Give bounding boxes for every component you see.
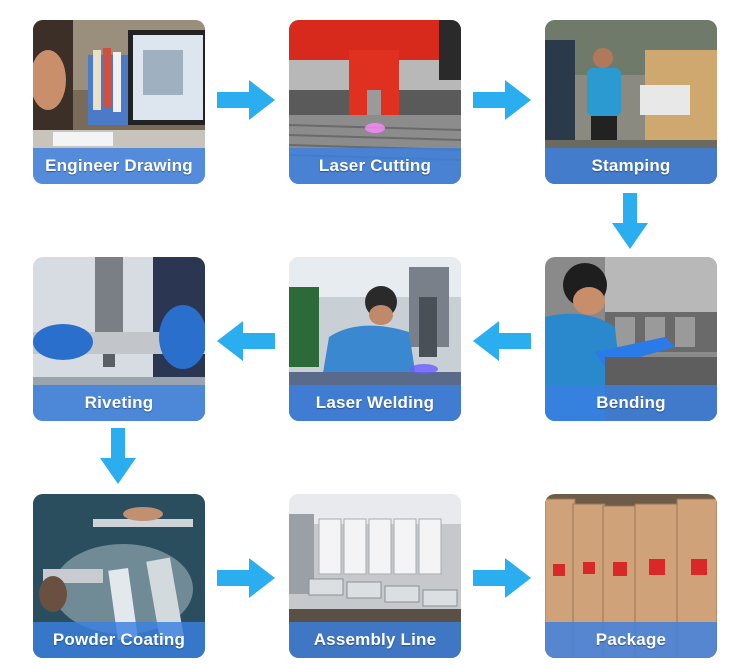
arrow-left-icon (473, 321, 531, 361)
step-laser-cutting: Laser Cutting (289, 20, 461, 184)
step-caption: Package (545, 622, 717, 658)
step-label: Powder Coating (52, 630, 186, 649)
step-bending: Bending (545, 257, 717, 421)
step-caption: Powder Coating (33, 622, 205, 658)
step-label: Bending (596, 393, 666, 412)
arrow-right-icon (217, 80, 275, 120)
arrow-down-icon (612, 193, 648, 249)
arrow-right-icon (473, 558, 531, 598)
step-engineer-drawing: Engineer Drawing (33, 20, 205, 184)
arrow-down-icon (100, 428, 136, 484)
step-caption: Bending (545, 385, 717, 421)
step-caption: Engineer Drawing (33, 148, 205, 184)
arrow-left-icon (217, 321, 275, 361)
arrow-right-icon (473, 80, 531, 120)
arrow-right-icon (217, 558, 275, 598)
step-label: Riveting (84, 393, 154, 412)
step-label: Package (595, 630, 667, 649)
step-laser-welding: Laser Welding (289, 257, 461, 421)
step-caption: Laser Cutting (289, 148, 461, 184)
step-label: Laser Cutting (318, 156, 432, 175)
step-caption: Assembly Line (289, 622, 461, 658)
step-label: Assembly Line (313, 630, 437, 649)
step-caption: Stamping (545, 148, 717, 184)
step-package: Package (545, 494, 717, 658)
step-stamping: Stamping (545, 20, 717, 184)
step-label: Laser Welding (315, 393, 435, 412)
step-riveting: Riveting (33, 257, 205, 421)
step-powder-coating: Powder Coating (33, 494, 205, 658)
step-label: Stamping (591, 156, 671, 175)
step-label: Engineer Drawing (45, 156, 193, 175)
step-caption: Laser Welding (289, 385, 461, 421)
step-caption: Riveting (33, 385, 205, 421)
step-assembly-line: Assembly Line (289, 494, 461, 658)
